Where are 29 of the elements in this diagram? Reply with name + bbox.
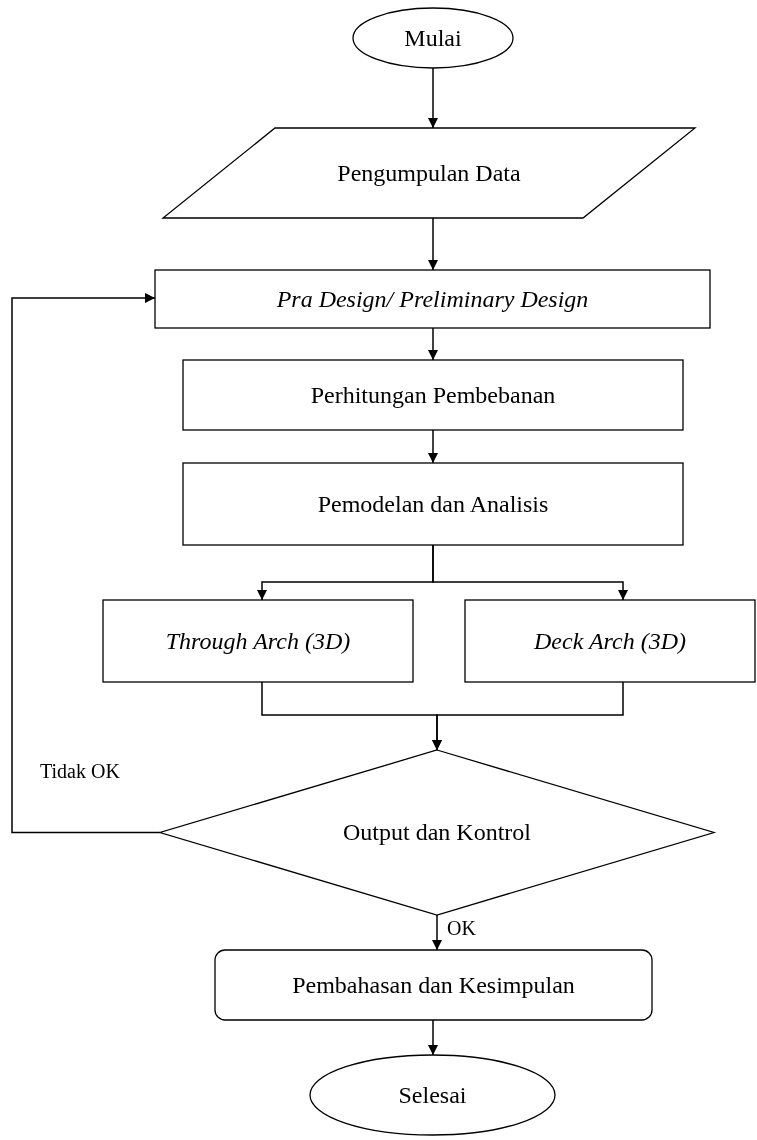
process-box [103,600,413,682]
input-parallelogram [163,128,695,218]
arrow [432,914,442,951]
arrow [432,681,624,751]
node-label: Through Arch (3D) [165,626,351,656]
start-terminal [353,8,513,68]
arrow [432,544,628,601]
arrow [428,429,438,464]
node-label: Pemodelan dan Analisis [317,489,549,519]
arrow [428,327,438,361]
arrow [11,293,161,834]
node-label: Pengumpulan Data [337,158,521,188]
process-box [183,463,683,545]
process-box [215,950,652,1020]
node-label: Selesai [398,1080,467,1110]
process-box [155,270,710,328]
process-box [465,600,755,682]
node-label: Deck Arch (3D) [534,626,686,656]
process-box [183,360,683,430]
node-label: Perhitungan Pembebanan [310,380,556,410]
node-label: Mulai [404,23,462,53]
decision-diamond [160,750,714,915]
arrow [428,67,438,129]
node-label: Pra Design/ Preliminary Design [276,284,589,314]
arrow [428,1019,438,1056]
end-terminal [310,1055,555,1135]
arrow [428,217,438,271]
node-label: Pembahasan dan Kesimpulan [292,970,575,1000]
node-label: Output dan Kontrol [343,818,531,848]
